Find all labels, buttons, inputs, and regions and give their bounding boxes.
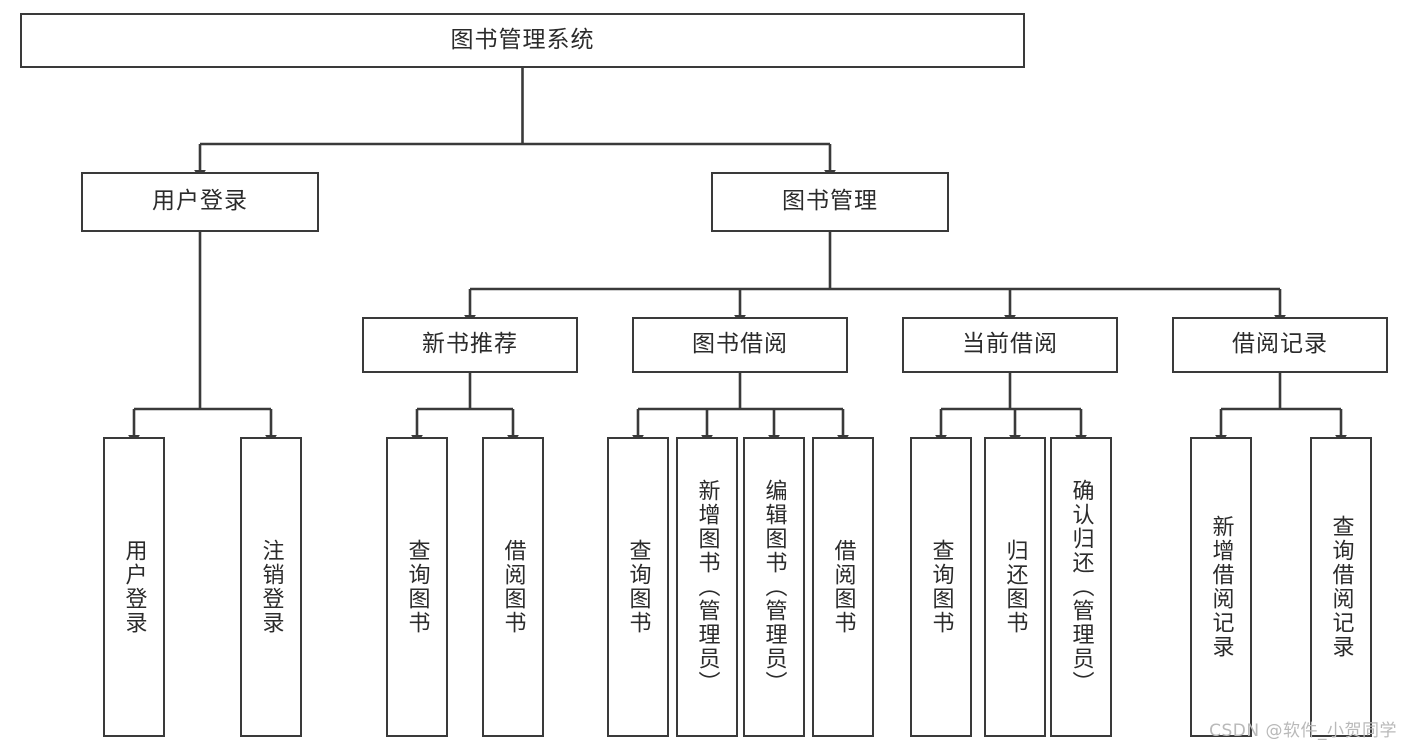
node-new-book-recommend-label: 新书推荐 [422, 331, 518, 358]
node-borrow-record[interactable]: 借阅记录 [1172, 317, 1388, 373]
node-leaf-add-book-label: 新增图书（管理员） [694, 479, 720, 695]
node-leaf-query-book-3-label: 查询图书 [928, 539, 954, 635]
node-leaf-query-book-1-label: 查询图书 [404, 539, 430, 635]
node-leaf-add-record[interactable]: 新增借阅记录 [1190, 437, 1252, 737]
node-root-label: 图书管理系统 [450, 26, 595, 53]
node-root[interactable]: 图书管理系统 [20, 13, 1025, 68]
node-leaf-borrow-book-2[interactable]: 借阅图书 [812, 437, 874, 737]
node-leaf-add-book[interactable]: 新增图书（管理员） [676, 437, 738, 737]
node-leaf-add-record-label: 新增借阅记录 [1208, 515, 1234, 659]
node-leaf-return-book[interactable]: 归还图书 [984, 437, 1046, 737]
node-leaf-borrow-book-1[interactable]: 借阅图书 [482, 437, 544, 737]
node-new-book-recommend[interactable]: 新书推荐 [362, 317, 578, 373]
node-leaf-edit-book-label: 编辑图书（管理员） [761, 479, 787, 695]
node-book-borrow[interactable]: 图书借阅 [632, 317, 848, 373]
node-user-login-label: 用户登录 [152, 188, 248, 215]
node-leaf-query-record-label: 查询借阅记录 [1328, 515, 1354, 659]
node-current-borrow[interactable]: 当前借阅 [902, 317, 1118, 373]
node-leaf-query-book-3[interactable]: 查询图书 [910, 437, 972, 737]
node-leaf-query-book-2-label: 查询图书 [625, 539, 651, 635]
node-leaf-borrow-book-2-label: 借阅图书 [830, 539, 856, 635]
node-leaf-query-record[interactable]: 查询借阅记录 [1310, 437, 1372, 737]
node-user-login[interactable]: 用户登录 [81, 172, 319, 232]
node-leaf-query-book-2[interactable]: 查询图书 [607, 437, 669, 737]
node-book-borrow-label: 图书借阅 [692, 331, 788, 358]
node-current-borrow-label: 当前借阅 [962, 331, 1058, 358]
node-borrow-record-label: 借阅记录 [1232, 331, 1328, 358]
node-book-manage-label: 图书管理 [782, 188, 878, 215]
node-leaf-user-logout-label: 注销登录 [258, 539, 284, 635]
node-leaf-confirm-return[interactable]: 确认归还（管理员） [1050, 437, 1112, 737]
node-leaf-user-login-label: 用户登录 [121, 539, 147, 635]
node-leaf-user-logout[interactable]: 注销登录 [240, 437, 302, 737]
node-leaf-return-book-label: 归还图书 [1002, 539, 1028, 635]
node-leaf-query-book-1[interactable]: 查询图书 [386, 437, 448, 737]
node-book-manage[interactable]: 图书管理 [711, 172, 949, 232]
watermark: CSDN @软件_小贺同学 [1209, 721, 1397, 741]
node-leaf-confirm-return-label: 确认归还（管理员） [1068, 479, 1094, 695]
node-leaf-user-login[interactable]: 用户登录 [103, 437, 165, 737]
node-leaf-edit-book[interactable]: 编辑图书（管理员） [743, 437, 805, 737]
node-leaf-borrow-book-1-label: 借阅图书 [500, 539, 526, 635]
